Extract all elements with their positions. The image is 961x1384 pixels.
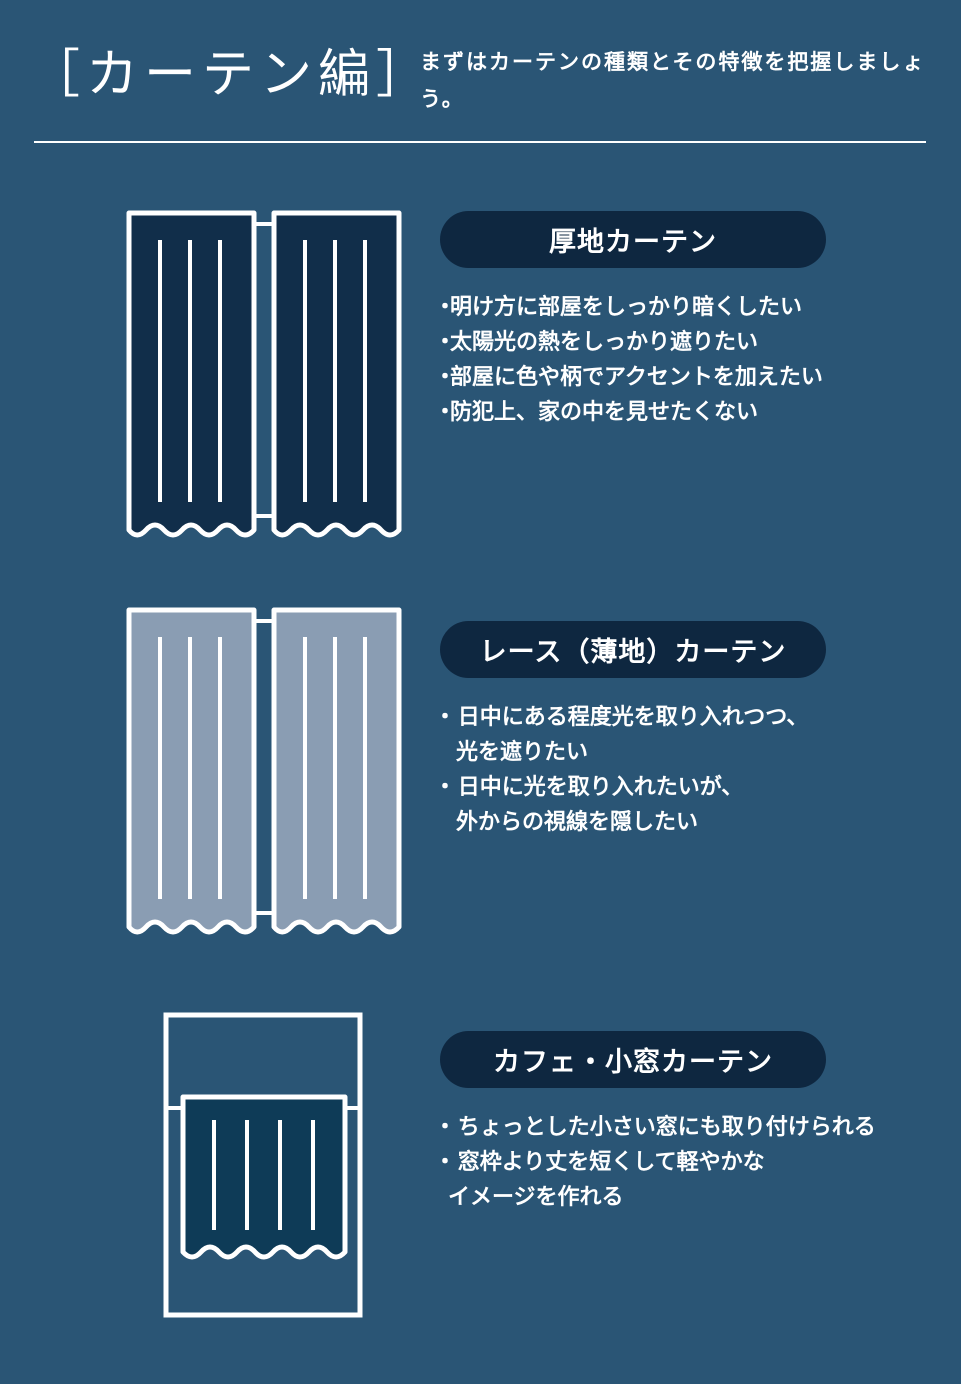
list-item-line: ちょっとした小さい窓にも取り付けられる [457,1115,876,1140]
list-item-line: 窓枠より丈を短くして軽やかな [457,1150,765,1175]
list-item: 部屋に色や柄でアクセントを加えたい [442,360,823,395]
lace-curtain-features: 日中にある程度光を取り入れつつ、 光を遮りたい 日中に光を取り入れたいが、 外か… [442,700,808,840]
divider [34,141,926,143]
list-item: ちょっとした小さい窓にも取り付けられる [442,1110,876,1145]
list-item-line: 外からの視線を隠したい [456,810,699,835]
list-item: 明け方に部屋をしっかり暗くしたい [442,290,823,325]
page-title: ［カーテン編］ [28,45,435,105]
cafe-curtain-icon [163,1012,363,1318]
cafe-curtain-features: ちょっとした小さい窓にも取り付けられる 窓枠より丈を短くして軽やかな イメージを… [442,1110,876,1215]
list-item-line: 日中に光を取り入れたいが、 [457,775,744,800]
thick-curtain-features: 明け方に部屋をしっかり暗くしたい 太陽光の熱をしっかり遮りたい 部屋に色や柄でア… [442,290,823,430]
list-item: 防犯上、家の中を見せたくない [442,395,823,430]
thick-curtain-icon [126,210,402,538]
cafe-curtain-label: カフェ・小窓カーテン [440,1031,826,1088]
thick-curtain-label: 厚地カーテン [440,211,826,268]
intro-text: まずはカーテンの種類とその特徴を把握しましょう。 [420,50,926,111]
list-item: 日中に光を取り入れたいが、 外からの視線を隠したい [442,770,808,840]
list-item: 窓枠より丈を短くして軽やかな イメージを作れる [442,1145,876,1215]
list-item: 太陽光の熱をしっかり遮りたい [442,325,823,360]
list-item-line: 日中にある程度光を取り入れつつ、 [457,705,809,730]
lace-curtain-icon [126,607,402,935]
list-item: 日中にある程度光を取り入れつつ、 光を遮りたい [442,700,808,770]
lace-curtain-label: レース（薄地）カーテン [440,621,826,678]
list-item-line: 光を遮りたい [456,740,589,765]
list-item-line: イメージを作れる [448,1185,624,1210]
